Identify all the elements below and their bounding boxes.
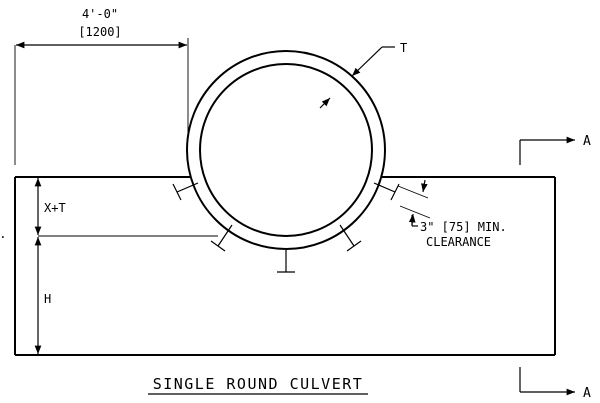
box-outline	[14, 176, 556, 356]
title-text: SINGLE ROUND CULVERT	[153, 375, 364, 393]
dimension-feet: 4'-0"	[82, 7, 118, 21]
thickness-label: T	[400, 41, 407, 55]
section-label-top: A	[583, 134, 591, 149]
left-cut-text: N.	[0, 227, 6, 241]
clearance-callout: 3" [75] MIN. CLEARANCE	[397, 179, 507, 249]
height-label: H	[44, 292, 51, 306]
width-dimension: 4'-0" [1200]	[14, 7, 189, 165]
pipe-supports	[172, 182, 400, 273]
clearance-line1: 3" [75] MIN.	[420, 220, 507, 234]
section-label-bottom: A	[583, 386, 591, 401]
clearance-line2: CLEARANCE	[426, 235, 491, 249]
section-marker-top: A	[519, 134, 591, 165]
dimension-mm: [1200]	[78, 25, 121, 39]
thickness-callout: T	[319, 41, 407, 109]
pipe	[186, 50, 386, 250]
vertical-dimensions: X+T H	[34, 178, 218, 354]
section-marker-bottom: A	[519, 367, 591, 401]
cover-label: X+T	[44, 201, 66, 215]
drawing-title: SINGLE ROUND CULVERT	[148, 375, 368, 395]
